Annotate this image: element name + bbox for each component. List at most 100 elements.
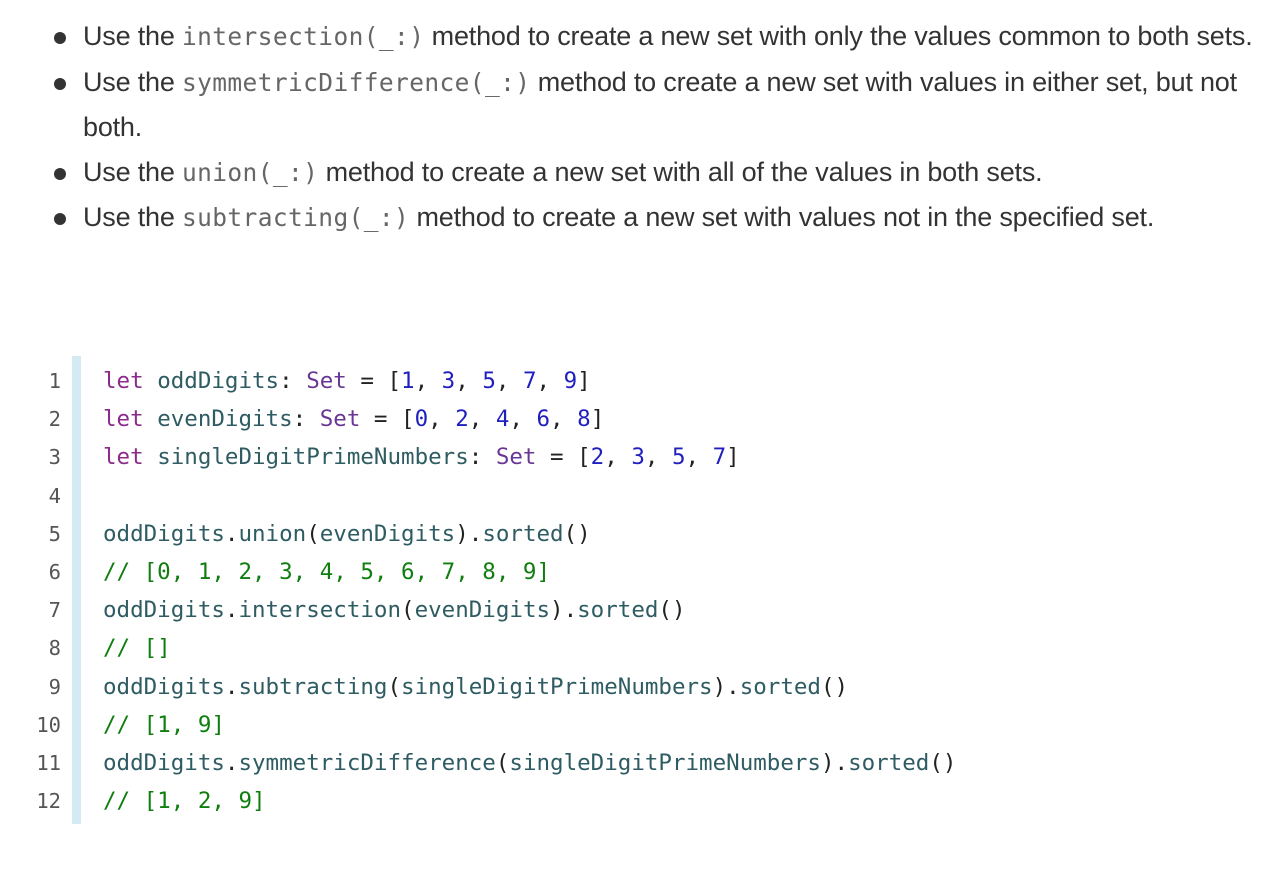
code-token: ]: [590, 406, 605, 433]
code-text: // []: [103, 629, 171, 667]
code-token: ).: [550, 597, 578, 624]
code-text: oddDigits.intersection(evenDigits).sorte…: [103, 591, 686, 629]
code-line: 12 // [1, 2, 9]: [0, 782, 1200, 820]
code-line: 10// [1, 9]: [0, 706, 1200, 744]
code-token: sorted: [482, 520, 564, 547]
code-token: Set: [306, 368, 347, 394]
code-token: 4: [495, 406, 510, 433]
code-text: let evenDigits: Set = [0, 2, 4, 6, 8]: [103, 400, 604, 438]
code-comment: // []: [103, 635, 171, 662]
code-token: 2: [455, 406, 469, 433]
code-token: :: [468, 444, 496, 471]
code-token: ).: [455, 520, 483, 547]
list-item-text: method to create a new set with only the…: [424, 21, 1253, 51]
inline-code-subtracting: subtracting(_:): [181, 203, 410, 232]
code-token: (): [658, 597, 686, 624]
list-item-union: Use the union(_:) method to create a new…: [0, 150, 1260, 196]
code-line: 6 // [0, 1, 2, 3, 4, 5, 6, 7, 8, 9]: [0, 553, 1200, 591]
code-token: union: [238, 520, 307, 547]
code-token: 7: [712, 444, 727, 471]
code-token: ]: [726, 444, 740, 471]
code-token: 1: [401, 368, 415, 394]
list-item-subtracting: Use the subtracting(_:) method to create…: [0, 195, 1260, 241]
code-token: ,: [509, 406, 537, 433]
code-token: sorted: [577, 597, 659, 624]
code-token: ,: [414, 368, 442, 394]
code-token: (: [306, 520, 320, 547]
code-token: ).: [712, 673, 740, 700]
line-number: 7: [48, 598, 61, 623]
code-token: = [: [360, 406, 415, 433]
code-token: evenDigits: [319, 520, 456, 547]
code-text: // [1, 9]: [103, 706, 225, 744]
code-token: 9: [563, 368, 578, 394]
code-line: 7 oddDigits.intersection(evenDigits).sort…: [0, 591, 1200, 629]
inline-code-union: union(_:): [181, 157, 319, 187]
list-item-intersection: Use the intersection(_:) method to creat…: [0, 14, 1260, 60]
code-token: Set: [495, 444, 537, 471]
code-token: (: [401, 597, 415, 624]
line-number: 6: [48, 560, 61, 584]
code-gutter-bar: [72, 356, 81, 824]
code-token: oddDigits: [103, 673, 225, 700]
code-text: // [1, 2, 9]: [103, 782, 266, 820]
line-number: 1: [48, 369, 61, 393]
code-token: (): [929, 750, 957, 776]
list-item-text: method to create a new set with values n…: [409, 202, 1155, 232]
code-token: ,: [604, 444, 632, 471]
code-token: Set: [319, 406, 361, 433]
line-number: 3: [48, 445, 61, 470]
code-line: 8 // []: [0, 629, 1200, 667]
code-text: oddDigits.subtracting(singleDigitPrimeNu…: [103, 668, 848, 706]
code-token: oddDigits: [157, 368, 280, 394]
code-token: ).: [820, 750, 849, 776]
code-token: 2: [590, 444, 605, 471]
code-token: let: [103, 406, 144, 433]
line-number: 2: [48, 407, 61, 432]
list-item-symmetric-difference: Use the symmetricDifference(_:) method t…: [0, 60, 1260, 150]
code-token: ,: [550, 406, 578, 433]
code-text: let oddDigits: Set = [1, 3, 5, 7, 9]: [103, 362, 591, 400]
method-list: Use the intersection(_:) method to creat…: [0, 14, 1260, 241]
code-token: evenDigits: [414, 597, 551, 624]
line-number: 12: [36, 789, 61, 814]
code-token: [144, 368, 158, 394]
code-token: (: [495, 750, 510, 776]
line-number: 5: [48, 521, 61, 546]
code-token: .: [224, 750, 239, 776]
list-item-prefix: Use the: [83, 156, 182, 187]
bullet-icon: [54, 32, 66, 44]
code-token: = [: [346, 368, 402, 394]
code-token: :: [292, 406, 320, 433]
code-token: ,: [428, 406, 456, 433]
code-token: oddDigits: [103, 520, 225, 547]
code-token: intersection: [238, 597, 402, 624]
code-comment: // [1, 2, 9]: [103, 788, 266, 815]
list-item-prefix: Use the: [83, 21, 182, 51]
code-token: let: [103, 368, 144, 394]
line-number: 8: [48, 636, 61, 661]
code-token: subtracting: [238, 673, 388, 700]
code-token: 3: [631, 444, 645, 471]
list-item-text: method to create a new set with values i…: [83, 66, 1237, 143]
code-text: let singleDigitPrimeNumbers: Set = [2, 3…: [103, 438, 740, 476]
code-token: 0: [414, 406, 429, 433]
line-number: 4: [48, 483, 61, 508]
line-number: 9: [48, 674, 61, 699]
inline-code-symmetric-difference: symmetricDifference(_:): [181, 67, 531, 97]
code-token: [144, 444, 158, 470]
code-token: singleDigitPrimeNumbers: [401, 673, 713, 700]
code-token: ,: [644, 444, 672, 471]
code-line: 4: [0, 477, 1200, 515]
code-text: oddDigits.symmetricDifference(singleDigi…: [103, 744, 956, 782]
code-text: oddDigits.union(evenDigits).sorted(): [103, 515, 591, 553]
code-token: 7: [522, 368, 537, 394]
code-line: 9 oddDigits.subtracting(singleDigitPrimeN…: [0, 668, 1200, 706]
code-token: ,: [685, 444, 713, 471]
code-comment: // [0, 1, 2, 3, 4, 5, 6, 7, 8, 9]: [103, 559, 551, 585]
code-token: oddDigits: [103, 750, 225, 776]
